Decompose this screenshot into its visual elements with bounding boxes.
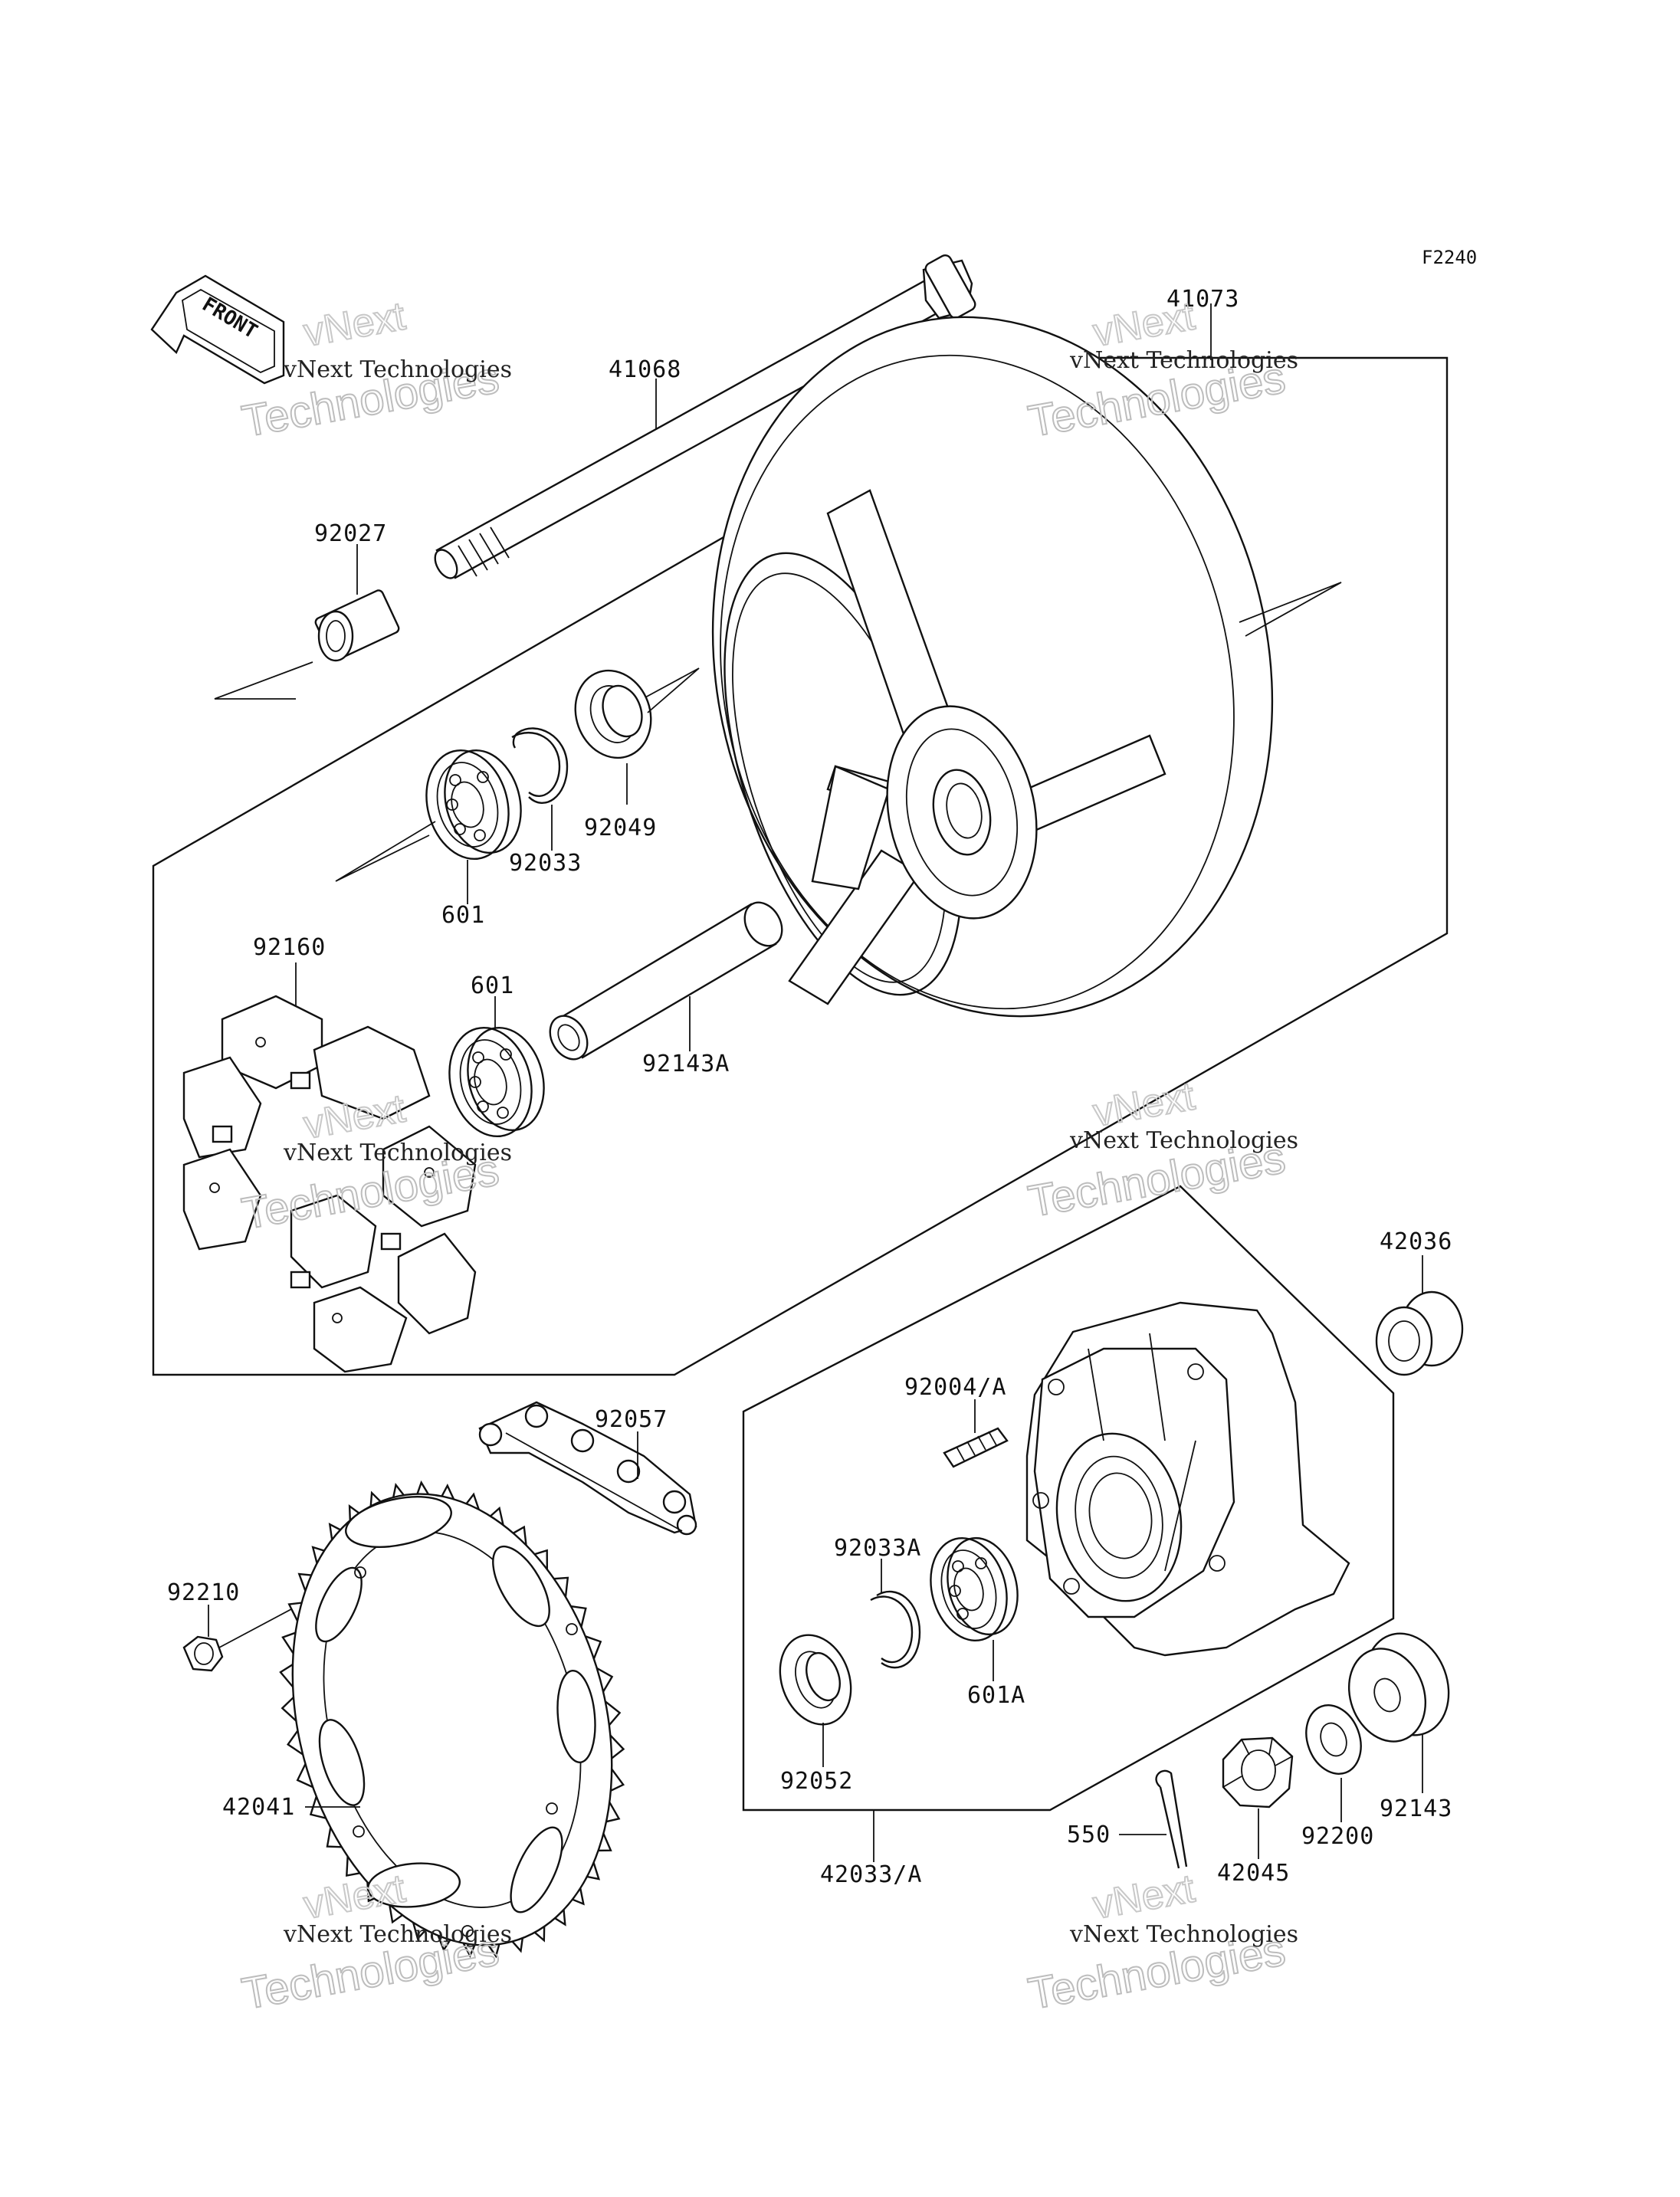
- svg-text:vNext: vNext: [1090, 1074, 1199, 1136]
- axle-washer: [1305, 1704, 1362, 1775]
- coupling-collar: [1375, 1290, 1464, 1376]
- cotter-pin: [1155, 1769, 1188, 1869]
- circlip-hub: [870, 1590, 921, 1669]
- label-601A: 601A: [967, 1682, 1025, 1709]
- label-42036: 42036: [1380, 1228, 1452, 1255]
- bearing-lower: [448, 1026, 545, 1138]
- label-92143A: 92143A: [642, 1051, 730, 1077]
- svg-text:vNext Technologies: vNext Technologies: [283, 1139, 512, 1166]
- bearing-upper: [425, 749, 522, 861]
- sprocket-hub: [1025, 1301, 1350, 1657]
- svg-text:vNext: vNext: [1090, 1867, 1199, 1928]
- watermark-bottom-right: vNext Technologies vNext Technologies: [1024, 1866, 1298, 2020]
- front-arrow-icon: FRONT: [150, 274, 285, 385]
- label-92033A: 92033A: [834, 1535, 921, 1562]
- svg-text:vNext: vNext: [1090, 294, 1199, 356]
- axis-bearing: [335, 821, 436, 882]
- wheel: [711, 316, 1274, 1018]
- axle-nut: [1222, 1736, 1294, 1808]
- label-42041: 42041: [222, 1794, 295, 1821]
- label-92143: 92143: [1380, 1795, 1452, 1822]
- label-41073: 41073: [1166, 286, 1239, 313]
- svg-text:vNext Technologies: vNext Technologies: [283, 356, 512, 383]
- label-41068: 41068: [609, 356, 681, 383]
- axis-seal: [645, 667, 700, 713]
- axle: [434, 254, 976, 579]
- label-92027: 92027: [314, 520, 387, 547]
- bearing-hub: [930, 1536, 1019, 1642]
- label-92210: 92210: [167, 1579, 240, 1606]
- axis-collar: [214, 661, 313, 700]
- label-92033: 92033: [509, 850, 582, 877]
- rear-sprocket: [279, 1480, 625, 1959]
- label-92049: 92049: [584, 815, 657, 841]
- label-92200: 92200: [1301, 1823, 1374, 1850]
- collar: [314, 589, 400, 662]
- hub-damper: [182, 995, 477, 1373]
- svg-text:vNext: vNext: [300, 294, 409, 356]
- svg-text:vNext Technologies: vNext Technologies: [1069, 347, 1298, 374]
- hub-oil-seal: [779, 1634, 852, 1726]
- sprocket-nut: [182, 1635, 224, 1672]
- diagram-code: F2240: [1422, 247, 1477, 268]
- label-550: 550: [1067, 1822, 1111, 1848]
- circlip: [511, 727, 569, 805]
- label-601-lower: 601: [471, 972, 514, 999]
- stud-bolt: [943, 1427, 1009, 1468]
- label-601-upper: 601: [441, 902, 485, 929]
- label-92052: 92052: [780, 1768, 853, 1795]
- wheel-collar: [1347, 1632, 1450, 1743]
- axis-wheel: [1239, 582, 1342, 637]
- upper-assembly-frame: [152, 356, 1449, 1376]
- label-42033A: 42033/A: [820, 1861, 922, 1888]
- svg-text:vNext: vNext: [300, 1087, 409, 1148]
- label-92004A: 92004/A: [904, 1374, 1006, 1401]
- svg-text:vNext Technologies: vNext Technologies: [1069, 1921, 1298, 1948]
- label-92160: 92160: [253, 934, 326, 961]
- svg-text:vNext Technologies: vNext Technologies: [1069, 1127, 1298, 1154]
- oil-seal: [574, 669, 652, 759]
- drive-chain: [478, 1401, 697, 1536]
- label-92057: 92057: [595, 1406, 668, 1433]
- lower-assembly-frame: [742, 1185, 1395, 1812]
- label-42045: 42045: [1217, 1860, 1290, 1887]
- distance-collar: [549, 901, 783, 1061]
- svg-text:vNext Technologies: vNext Technologies: [283, 1921, 512, 1948]
